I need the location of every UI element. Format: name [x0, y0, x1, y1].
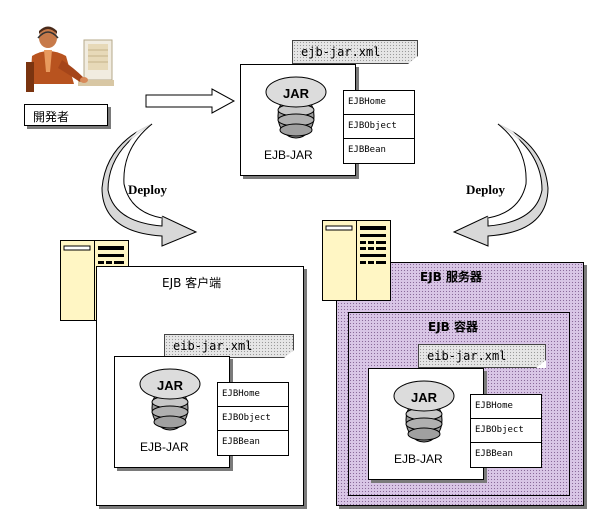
- server-class-list: EJBHome EJBObject EJBBean: [470, 394, 542, 468]
- developer-label: 開発者: [33, 110, 70, 124]
- client-jar-icon-text: JAR: [157, 378, 184, 393]
- class-item: EJBHome: [344, 91, 414, 115]
- flow-arrow-icon: [145, 88, 236, 114]
- class-item: EJBObject: [471, 419, 541, 443]
- deploy-right-label: Deploy: [466, 182, 505, 197]
- deploy-arrow-left-icon: [101, 120, 198, 247]
- server-jar-icon: [393, 380, 455, 443]
- class-item: EJBBean: [348, 145, 386, 155]
- class-item: EJBObject: [218, 407, 288, 431]
- server-jar-icon-text: JAR: [411, 390, 438, 405]
- server-xml-file: eib-jar.xml: [418, 344, 546, 368]
- deploy-left-label: Deploy: [128, 182, 167, 197]
- top-class-list: EJBHome EJBObject EJBBean: [343, 90, 415, 164]
- client-title: EJB 客户端: [162, 276, 222, 290]
- client-jar-icon: [139, 368, 201, 431]
- developer-icon: [26, 26, 114, 92]
- class-item: EJBHome: [471, 395, 541, 419]
- container-title: EJB 容器: [428, 320, 478, 334]
- client-xml-file: eib-jar.xml: [164, 334, 294, 358]
- class-item: EJBObject: [344, 115, 414, 139]
- developer-label-box: 開発者: [24, 104, 108, 126]
- developer-figure: [22, 22, 114, 102]
- server-jar-name: EJB-JAR: [394, 452, 443, 466]
- deploy-arrow-right-icon: [452, 120, 549, 247]
- class-item: EJBHome: [218, 383, 288, 407]
- client-class-list: EJBHome EJBObject EJBBean: [217, 382, 289, 456]
- class-item: EJBBean: [222, 437, 260, 447]
- class-item: EJBBean: [475, 449, 513, 459]
- top-xml-file: ejb-jar.xml: [292, 40, 418, 64]
- top-jar-icon: [265, 76, 327, 139]
- server-title: EJB 服务器: [420, 270, 482, 284]
- top-jar-name: EJB-JAR: [264, 148, 313, 162]
- top-jar-icon-text: JAR: [283, 86, 310, 101]
- server-machine-icon: [322, 220, 391, 301]
- client-jar-name: EJB-JAR: [140, 440, 189, 454]
